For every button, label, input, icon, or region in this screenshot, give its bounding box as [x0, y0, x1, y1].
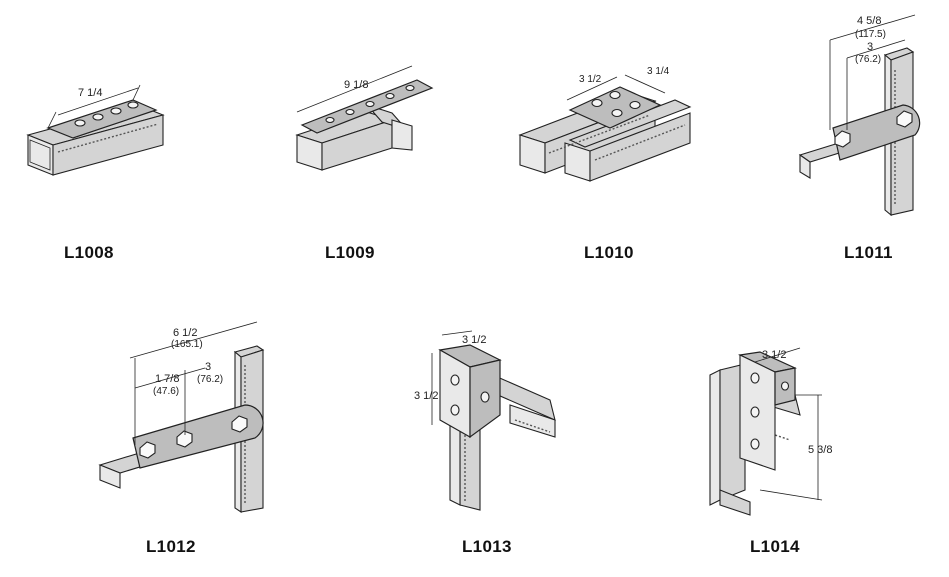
part-label-l1014: L1014 — [750, 537, 800, 556]
figure-l1011: 4 5/8 (117.5) 3 (76.2) — [795, 10, 945, 217]
part-label-l1012: L1012 — [146, 537, 196, 556]
l1012-first-mm: (47.6) — [153, 386, 180, 397]
l1011-center-mm: (76.2) — [855, 54, 882, 65]
figure-l1012: 6 1/2 (165.1) 1 7/8 (47.6) 3 (76.2) — [95, 320, 285, 520]
l1009-length-dim: 9 1/8 — [344, 79, 369, 91]
part-label-l1008: L1008 — [64, 243, 114, 262]
l1008-length-dim: 7 1/4 — [78, 87, 103, 99]
l1014-drawing — [709, 347, 823, 516]
part-label-l1013: L1013 — [462, 537, 512, 556]
l1011-overall-dim: 4 5/8 — [857, 15, 882, 27]
l1014-height-dim: 5 3/8 — [808, 444, 833, 456]
part-label-l1010: L1010 — [584, 243, 634, 262]
figure-l1013: 3 1/2 3 1/2 — [410, 325, 570, 515]
figure-l1009: 9 1/8 — [282, 40, 452, 171]
part-label-l1009: L1009 — [325, 243, 375, 262]
figure-l1010: 3 1/2 3 1/4 — [515, 45, 695, 185]
figure-l1014: 3 1/2 5 3/8 — [700, 340, 860, 520]
l1008-drawing — [26, 84, 165, 176]
l1012-drawing — [98, 321, 265, 514]
l1013-drawing — [431, 330, 556, 511]
l1012-center-dim: 3 — [205, 361, 212, 373]
l1009-drawing — [295, 65, 434, 171]
figure-l1008: 7 1/4 — [18, 60, 188, 190]
l1014-width-dim: 3 1/2 — [762, 349, 787, 361]
l1011-drawing — [798, 14, 921, 217]
l1011-overall-mm: (117.5) — [855, 29, 886, 40]
part-label-l1011: L1011 — [844, 243, 893, 262]
l1010-drawing — [518, 74, 692, 182]
l1012-first-dim: 1 7/8 — [155, 373, 180, 385]
l1010-width-dim: 3 1/2 — [579, 74, 602, 85]
l1013-width-dim: 3 1/2 — [462, 334, 487, 346]
l1010-depth-dim: 3 1/4 — [647, 66, 670, 77]
l1013-height-dim: 3 1/2 — [414, 390, 439, 402]
l1012-overall-mm: (165.1) — [171, 339, 203, 350]
l1012-overall-dim: 6 1/2 — [173, 327, 198, 339]
l1012-center-mm: (76.2) — [197, 374, 224, 385]
l1011-center-dim: 3 — [867, 41, 874, 53]
